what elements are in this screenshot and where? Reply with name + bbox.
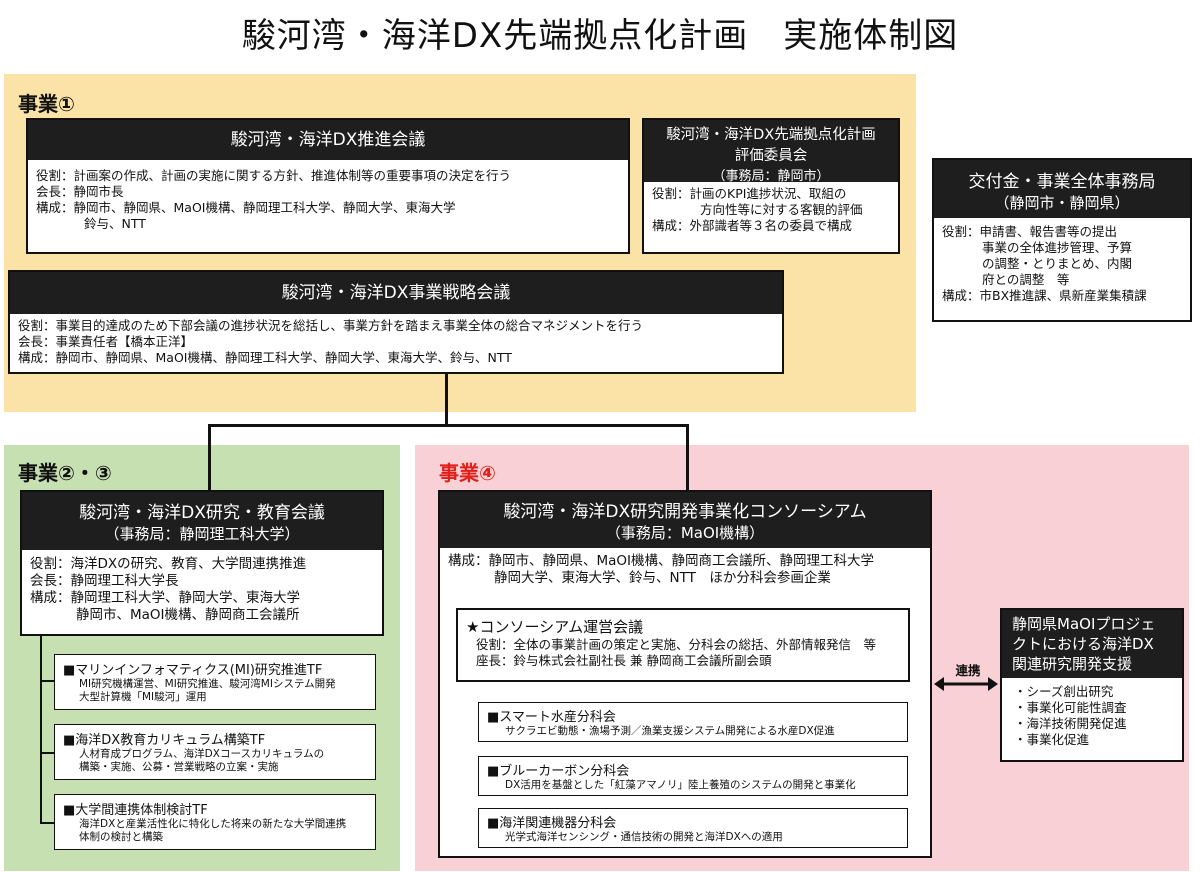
support-item: ・海洋技術開発促進 xyxy=(1014,716,1127,731)
operation-title: ★コンソーシアム運営会議 xyxy=(466,618,644,636)
operation-chair: 座長：鈴与株式会社副社長 兼 静岡商工会議所副会頭 xyxy=(476,653,772,668)
connector-tf-1 xyxy=(40,680,54,682)
education-council-box: 駿河湾・海洋DX研究・教育会議 （事務局：静岡理工科大学） 役割：海洋DXの研究… xyxy=(20,490,384,636)
education-chair: 会長：静岡理工科大学長 xyxy=(30,573,179,589)
tf-university-collaboration: ■大学間連携体制検討TF 海洋DXと産業活性化に特化した将来の新たな大学間連携 … xyxy=(54,794,376,850)
support-item: ・事業化促進 xyxy=(1014,732,1090,747)
council-chair: 会長：静岡市長 xyxy=(36,184,124,199)
connector-tf-2 xyxy=(40,752,54,754)
promotion-council-header: 駿河湾・海洋DX推進会議 xyxy=(28,120,628,160)
consortium-members: 構成：静岡市、静岡県、MaOI機構、静岡商工会議所、静岡理工科大学 xyxy=(448,553,875,569)
education-body: 役割：海洋DXの研究、教育、大学間連携推進 会長：静岡理工科大学長 構成：静岡理… xyxy=(22,550,382,628)
connector-vertical-main xyxy=(445,372,448,426)
promotion-council-body: 役割：計画案の作成、計画の実施に関する方針、推進体制等の重要事項の決定を行う 会… xyxy=(28,160,628,236)
education-members-cont: 静岡市、MaOI機構、静岡商工会議所 xyxy=(76,607,300,623)
operation-role: 役割：全体の事業計画の策定と実施、分科会の総括、外部情報発信 等 xyxy=(476,637,877,652)
evaluation-role-cont: 方向性等に対する客観的評価 xyxy=(700,202,863,217)
link-label: 連携 xyxy=(955,663,981,678)
promotion-council-box: 駿河湾・海洋DX推進会議 役割：計画案の作成、計画の実施に関する方針、推進体制等… xyxy=(26,118,630,254)
region-3-label: 事業④ xyxy=(439,461,496,485)
strategy-chair: 会長：事業責任者【橋本正洋】 xyxy=(18,334,194,349)
connector-to-consortium xyxy=(686,424,689,492)
subcommittee-marine-equipment: ■海洋関連機器分科会 光学式海洋センシング・通信技術の開発と海洋DXへの適用 xyxy=(478,808,908,848)
double-arrow-icon xyxy=(934,677,998,691)
council-members: 構成：静岡市、静岡県、MaOI機構、静岡理工科大学、静岡大学、東海大学 xyxy=(36,200,456,215)
connector-tf-vertical xyxy=(40,636,42,824)
evaluation-role: 役割：計画のKPI進捗状況、取組の xyxy=(652,186,847,201)
council-members-cont: 鈴与、NTT xyxy=(84,216,146,231)
secretariat-role-2: 事業の全体進捗管理、予算 xyxy=(982,240,1133,255)
education-role: 役割：海洋DXの研究、教育、大学間連携推進 xyxy=(30,556,307,572)
subcommittee-smart-fisheries: ■スマート水産分科会 サクラエビ動態・漁場予測／漁業支援システム開発による水産D… xyxy=(478,702,908,742)
support-box: 静岡県MaOIプロジェ クトにおける海洋DX 関連研究開発支援 ・シーズ創出研究… xyxy=(1000,608,1184,762)
strategy-body: 役割：事業目的達成のため下部会議の進捗状況を総括し、事業方針を踏まえ事業全体の総… xyxy=(10,314,782,370)
strategy-role: 役割：事業目的達成のため下部会議の進捗状況を総括し、事業方針を踏まえ事業全体の総… xyxy=(18,318,644,333)
support-header: 静岡県MaOIプロジェ クトにおける海洋DX 関連研究開発支援 xyxy=(1002,610,1182,678)
connector-tf-3 xyxy=(40,822,54,824)
support-body: ・シーズ創出研究 ・事業化可能性調査 ・海洋技術開発促進 ・事業化促進 xyxy=(1002,678,1182,752)
consortium-body: 構成：静岡市、静岡県、MaOI機構、静岡商工会議所、静岡理工科大学 静岡大学、東… xyxy=(440,548,930,591)
evaluation-members: 構成：外部識者等３名の委員で構成 xyxy=(652,218,853,233)
tf-marine-informatics: ■マリンインフォマティクス(MI)研究推進TF MI研究機構運営、MI研究推進、… xyxy=(54,654,376,710)
operation-council-box: ★コンソーシアム運営会議 役割：全体の事業計画の策定と実施、分科会の総括、外部情… xyxy=(456,608,910,682)
education-members: 構成：静岡理工科大学、静岡大学、東海大学 xyxy=(30,590,300,606)
secretariat-role-4: 府との調整 等 xyxy=(982,272,1070,287)
secretariat-body: 役割：申請書、報告書等の提出 事業の全体進捗管理、予算 の調整・とりまとめ、内閣… xyxy=(934,218,1190,308)
region-2-label: 事業②・③ xyxy=(18,461,112,485)
page-title: 駿河湾・海洋DX先端拠点化計画 実施体制図 xyxy=(241,16,959,56)
education-header: 駿河湾・海洋DX研究・教育会議 （事務局：静岡理工科大学） xyxy=(22,492,382,550)
secretariat-box: 交付金・事業全体事務局 （静岡市・静岡県） 役割：申請書、報告書等の提出 事業の… xyxy=(932,158,1192,322)
connector-horizontal xyxy=(208,424,688,427)
evaluation-body: 役割：計画のKPI進捗状況、取組の 方向性等に対する客観的評価 構成：外部識者等… xyxy=(644,182,898,238)
tf-education-curriculum: ■海洋DX教育カリキュラム構築TF 人材育成プログラム、海洋DXコースカリキュラ… xyxy=(54,724,376,780)
connector-to-education xyxy=(208,424,211,492)
evaluation-header: 駿河湾・海洋DX先端拠点化計画 評価委員会 （事務局：静岡市） xyxy=(644,120,898,184)
subcommittee-blue-carbon: ■ブルーカーボン分科会 DX活用を基盤とした「紅藻アマノリ」陸上養殖のシステムの… xyxy=(478,756,908,796)
consortium-header: 駿河湾・海洋DX研究開発事業化コンソーシアム （事務局：MaOI機構） xyxy=(440,492,930,548)
secretariat-role-1: 役割：申請書、報告書等の提出 xyxy=(942,224,1118,239)
support-item: ・シーズ創出研究 xyxy=(1014,684,1114,699)
council-role: 役割：計画案の作成、計画の実施に関する方針、推進体制等の重要事項の決定を行う xyxy=(36,168,512,183)
secretariat-header: 交付金・事業全体事務局 （静岡市・静岡県） xyxy=(934,160,1190,218)
strategy-members: 構成：静岡市、静岡県、MaOI機構、静岡理工科大学、静岡大学、東海大学、鈴与、N… xyxy=(18,350,512,365)
secretariat-members: 構成：市BX推進課、県新産業集積課 xyxy=(942,288,1147,303)
region-1-label: 事業① xyxy=(18,92,75,116)
strategy-header: 駿河湾・海洋DX事業戦略会議 xyxy=(10,272,782,314)
support-item: ・事業化可能性調査 xyxy=(1014,700,1127,715)
evaluation-committee-box: 駿河湾・海洋DX先端拠点化計画 評価委員会 （事務局：静岡市） 役割：計画のKP… xyxy=(642,118,900,254)
strategy-council-box: 駿河湾・海洋DX事業戦略会議 役割：事業目的達成のため下部会議の進捗状況を総括し… xyxy=(8,270,784,374)
secretariat-role-3: の調整・とりまとめ、内閣 xyxy=(982,256,1133,271)
consortium-members-cont: 静岡大学、東海大学、鈴与、NTT ほか分科会参画企業 xyxy=(494,570,831,586)
